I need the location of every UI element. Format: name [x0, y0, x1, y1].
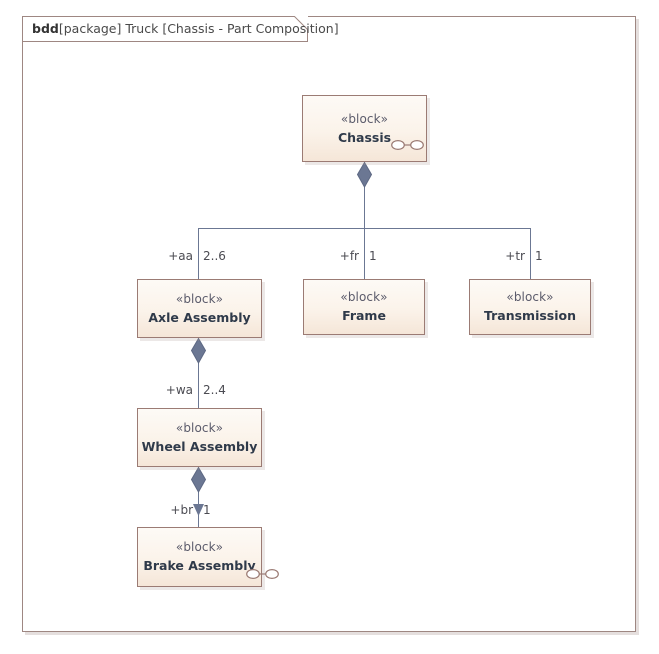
block-transmission-stereotype: «block»	[506, 290, 554, 304]
block-wheel-assembly-name: Wheel Assembly	[141, 438, 258, 454]
edge-role-fr: +fr	[339, 249, 359, 263]
block-transmission-name: Transmission	[483, 308, 577, 323]
block-chassis-name: Chassis	[337, 129, 392, 145]
edge-mult-tr: 1	[535, 249, 543, 263]
edge-role-br: +br	[170, 503, 193, 517]
frame-tab-qualifier: [package]	[58, 21, 122, 36]
composite-diagram-icon	[391, 139, 424, 150]
frame-tab-kind: bdd	[32, 21, 59, 36]
frame-tab-shape	[22, 16, 308, 42]
frame-tab-name: Truck	[125, 21, 159, 36]
block-wheel-assembly-name-row: Wheel Assembly	[142, 436, 258, 456]
connector-drop-transmission	[530, 228, 531, 279]
block-axle-assembly-name: Axle Assembly	[148, 309, 251, 325]
block-axle-assembly-stereotype: «block»	[175, 291, 224, 306]
composition-diamond-chassis	[356, 162, 373, 188]
block-brake-assembly-name-row: Brake Assembly	[143, 555, 279, 580]
composition-diamond-axle	[190, 338, 207, 364]
frame-tab-scope: [Chassis - Part Composition]	[162, 21, 339, 36]
edge-mult-wa: 2..4	[203, 383, 226, 397]
block-frame-name-row: Frame	[342, 305, 386, 325]
block-chassis-stereotype: «block»	[340, 111, 389, 126]
block-transmission[interactable]: «block» Transmission	[469, 279, 591, 335]
composition-end-brake	[193, 504, 204, 516]
block-wheel-assembly[interactable]: «block» Wheel Assembly	[137, 408, 262, 467]
block-axle-assembly-name-row: Axle Assembly	[148, 307, 250, 327]
block-brake-assembly-name: Brake Assembly	[143, 558, 256, 573]
block-frame-stereotype: «block»	[340, 290, 388, 304]
block-wheel-assembly-stereotype: «block»	[175, 420, 224, 435]
block-brake-assembly[interactable]: «block» Brake Assembly	[137, 527, 279, 587]
block-transmission-name-row: Transmission	[484, 305, 576, 325]
block-chassis[interactable]: «block» Chassis	[302, 95, 427, 162]
edge-role-tr: +tr	[505, 249, 525, 263]
frame-tab-label: bdd[package] Truck [Chassis - Part Compo…	[32, 19, 339, 38]
edge-role-wa: +wa	[165, 383, 193, 397]
edge-role-aa: +aa	[168, 249, 193, 263]
edge-mult-aa: 2..6	[203, 249, 226, 263]
edge-mult-fr: 1	[369, 249, 377, 263]
frame-header-tab[interactable]: bdd[package] Truck [Chassis - Part Compo…	[22, 16, 339, 42]
block-axle-assembly[interactable]: «block» Axle Assembly	[137, 279, 262, 338]
connector-chassis-stem	[364, 162, 365, 229]
composition-diamond-wheel	[190, 467, 207, 493]
block-frame[interactable]: «block» Frame	[303, 279, 425, 335]
block-frame-name: Frame	[342, 308, 386, 323]
edge-mult-br: 1	[203, 503, 211, 517]
connector-wheel-brake	[198, 467, 199, 528]
connector-drop-frame	[364, 228, 365, 279]
connector-drop-axle	[198, 228, 199, 279]
block-brake-assembly-stereotype: «block»	[175, 540, 224, 554]
block-chassis-name-row: Chassis	[337, 127, 424, 150]
connector-axle-wheel	[198, 338, 199, 408]
